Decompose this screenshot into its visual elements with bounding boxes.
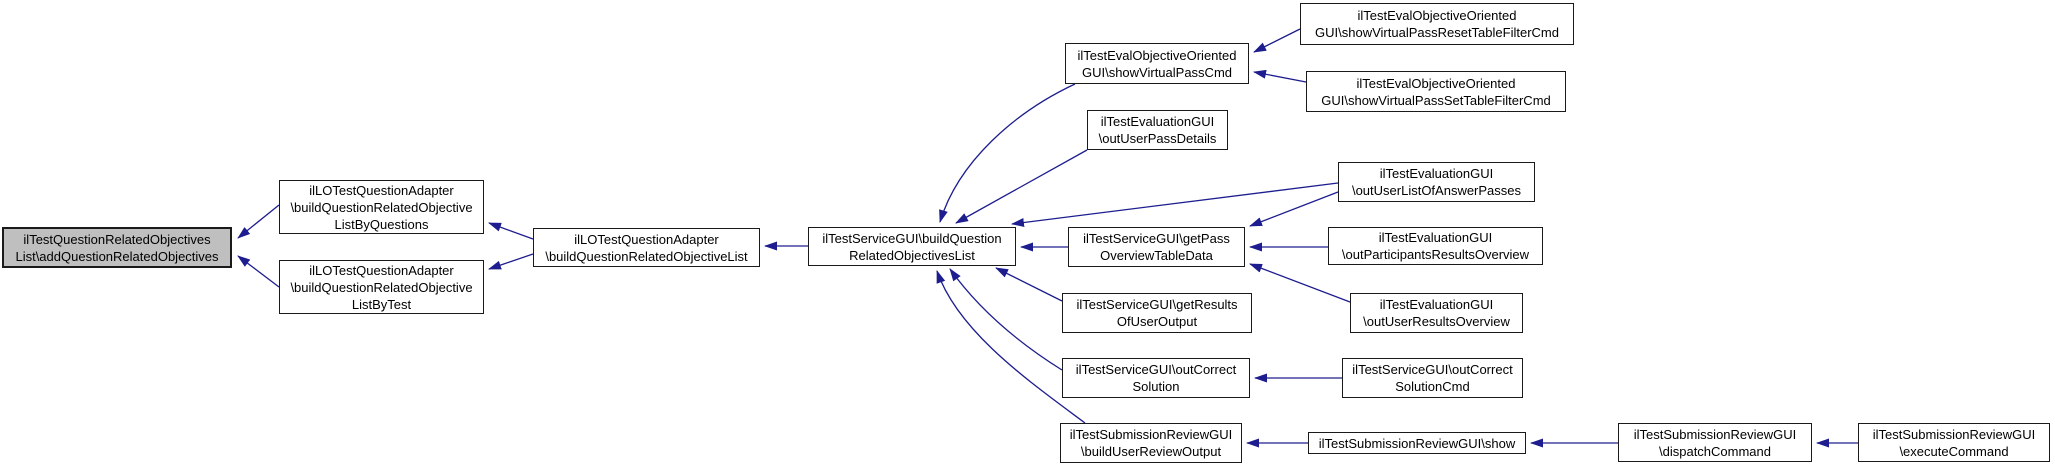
node-out-participants-results-overview[interactable]: ilTestEvaluationGUI \outParticipantsResu… [1328,227,1543,265]
edge-n2-n1 [237,204,280,239]
edge-n13-n5 [995,267,1063,302]
edge-n8-n6 [1253,69,1307,83]
node-show-virtual-pass-set-table-filter-cmd[interactable]: ilTestEvalObjectiveOriented GUI\showVirt… [1306,71,1566,112]
edge-n4-n2 [488,222,534,240]
node-add-question-related-objectives[interactable]: ilTestQuestionRelatedObjectives List\add… [2,227,232,268]
edge-n15-n5 [949,268,1063,371]
node-dispatch-command[interactable]: ilTestSubmissionReviewGUI \dispatchComma… [1618,423,1812,462]
node-out-user-results-overview[interactable]: ilTestEvaluationGUI \outUserResultsOverv… [1350,293,1523,333]
node-out-user-pass-details[interactable]: ilTestEvaluationGUI \outUserPassDetails [1087,110,1228,150]
edge-n10-n5 [1011,182,1339,227]
edge-n9-n5 [955,149,1088,224]
edge-n10-n11 [1249,191,1339,227]
node-build-qro-list-by-questions[interactable]: ilLOTestQuestionAdapter \buildQuestionRe… [279,180,484,234]
node-execute-command[interactable]: ilTestSubmissionReviewGUI \executeComman… [1858,423,2050,462]
edge-n7-n6 [1253,28,1301,53]
node-get-results-of-user-output[interactable]: ilTestServiceGUI\getResults OfUserOutput [1062,293,1252,333]
node-service-build-qro-list[interactable]: ilTestServiceGUI\buildQuestion RelatedOb… [808,227,1016,266]
node-build-user-review-output[interactable]: ilTestSubmissionReviewGUI \buildUserRevi… [1060,423,1242,463]
edge-n14-n11 [1249,263,1351,303]
edge-n4-n3 [488,253,534,270]
node-get-pass-overview-table-data[interactable]: ilTestServiceGUI\getPass OverviewTableDa… [1068,227,1245,267]
node-build-qro-list[interactable]: ilLOTestQuestionAdapter \buildQuestionRe… [533,228,760,267]
edge-n17-n5 [936,270,1086,424]
node-build-qro-list-by-test[interactable]: ilLOTestQuestionAdapter \buildQuestionRe… [279,260,484,314]
node-out-user-list-of-answer-passes[interactable]: ilTestEvaluationGUI \outUserListOfAnswer… [1338,162,1535,202]
edge-n6-n5 [939,83,1076,223]
node-show-virtual-pass-cmd[interactable]: ilTestEvalObjectiveOriented GUI\showVirt… [1065,43,1249,84]
node-out-correct-solution-cmd[interactable]: ilTestServiceGUI\outCorrect SolutionCmd [1342,358,1523,398]
node-show-virtual-pass-reset-table-filter-cmd[interactable]: ilTestEvalObjectiveOriented GUI\showVirt… [1300,3,1574,45]
edge-n3-n1 [237,255,280,288]
node-out-correct-solution[interactable]: ilTestServiceGUI\outCorrect Solution [1062,358,1250,398]
node-show[interactable]: ilTestSubmissionReviewGUI\show [1308,432,1526,454]
